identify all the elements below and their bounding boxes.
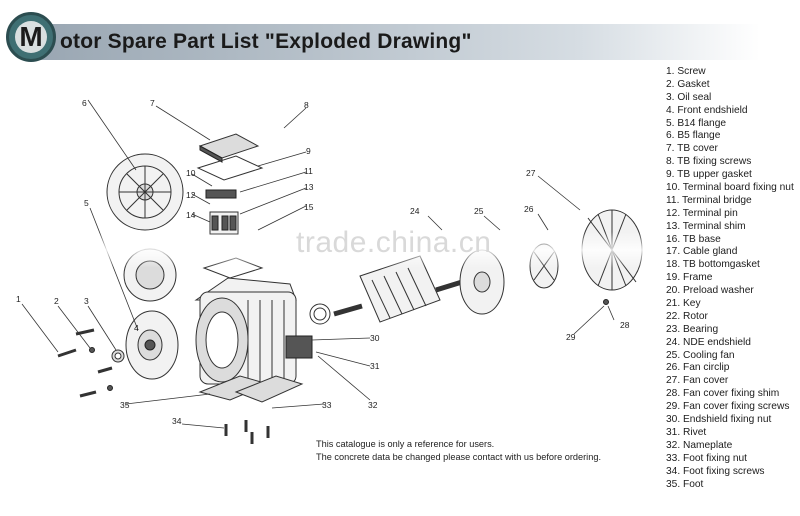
tb-gasket-part xyxy=(196,155,264,181)
parts-list-item: 5. B14 flange xyxy=(666,117,727,129)
callout-30: 30 xyxy=(370,333,380,343)
callout-1: 1 xyxy=(16,294,21,304)
callout-4: 4 xyxy=(134,323,139,333)
callout-26: 26 xyxy=(524,204,534,214)
parts-list-item: 19. Frame xyxy=(666,272,713,284)
parts-list-item: 17. Cable gland xyxy=(666,246,738,258)
logo-badge: M xyxy=(6,12,56,62)
page-title: otor Spare Part List "Exploded Drawing" xyxy=(60,30,472,53)
parts-list-item: 29. Fan cover fixing screws xyxy=(666,401,790,413)
parts-list-item: 6. B5 flange xyxy=(666,130,721,142)
parts-list-item: 1. Screw xyxy=(666,66,706,77)
footnote: This catalogue is only a reference for u… xyxy=(316,438,601,464)
blur-band xyxy=(80,232,680,268)
parts-list-item: 21. Key xyxy=(666,298,701,310)
callout-15: 15 xyxy=(304,202,314,212)
callout-34: 34 xyxy=(172,416,182,426)
callout-6: 6 xyxy=(82,98,87,108)
parts-list-item: 27. Fan cover xyxy=(666,375,729,387)
b5-flange-part xyxy=(106,153,184,231)
leader-lines xyxy=(21,99,615,429)
callout-5: 5 xyxy=(84,198,89,208)
footnote-line-1: This catalogue is only a reference for u… xyxy=(316,439,495,449)
parts-list-item: 3. Oil seal xyxy=(666,91,712,103)
watermark: trade.china.cn xyxy=(296,226,492,259)
callout-11: 11 xyxy=(304,166,313,176)
screw-parts xyxy=(57,328,113,398)
callout-14: 14 xyxy=(186,210,196,220)
parts-list-item: 7. TB cover xyxy=(666,143,718,155)
tb-cover-part xyxy=(198,133,260,163)
parts-list-item: 28. Fan cover fixing shim xyxy=(666,388,780,400)
parts-list-item: 13. Terminal shim xyxy=(666,220,746,232)
callout-10: 10 xyxy=(186,168,196,178)
parts-list-item: 33. Foot fixing nut xyxy=(666,452,747,464)
callout-28: 28 xyxy=(620,320,630,330)
parts-list-item: 24. NDE endshield xyxy=(666,336,751,348)
callout-32: 32 xyxy=(368,400,378,410)
front-endshield-part xyxy=(125,310,179,380)
rotor-part xyxy=(333,255,463,323)
callout-27: 27 xyxy=(526,168,536,178)
callout-2: 2 xyxy=(54,296,59,306)
header: M otor Spare Part List "Exploded Drawing… xyxy=(0,8,800,68)
callout-12: 12 xyxy=(186,190,196,200)
footnote-line-2: The concrete data be changed please cont… xyxy=(316,452,601,462)
parts-list-item: 26. Fan circlip xyxy=(666,362,730,374)
parts-list-item: 18. TB bottomgasket xyxy=(666,259,760,271)
parts-list-item: 9. TB upper gasket xyxy=(666,169,752,181)
parts-list-item: 20. Preload washer xyxy=(666,285,754,297)
parts-list-item: 8. TB fixing screws xyxy=(666,156,752,168)
parts-list-item: 32. Nameplate xyxy=(666,439,733,451)
parts-list-item: 16. TB base xyxy=(666,233,721,245)
header-band xyxy=(40,24,760,60)
parts-list-item: 30. Endshield fixing nut xyxy=(666,414,772,426)
callout-13: 13 xyxy=(304,182,314,192)
parts-list-item: 31. Rivet xyxy=(666,426,707,438)
parts-list-item: 25. Cooling fan xyxy=(666,349,735,361)
parts-list-item: 11. Terminal bridge xyxy=(666,194,752,206)
parts-list-item: 34. Foot fixing screws xyxy=(666,465,765,477)
callout-25: 25 xyxy=(474,206,484,216)
frame-part xyxy=(194,277,313,385)
parts-list-item: 10. Terminal board fixing nut xyxy=(666,182,794,194)
callout-24: 24 xyxy=(410,206,420,216)
parts-list-item: 4. Front endshield xyxy=(666,104,748,116)
parts-list-item: 22. Rotor xyxy=(666,310,708,322)
callout-7: 7 xyxy=(150,98,155,108)
callout-8: 8 xyxy=(304,100,309,110)
callout-29: 29 xyxy=(566,332,576,342)
callout-35: 35 xyxy=(120,400,130,410)
callout-9: 9 xyxy=(306,146,311,156)
callout-31: 31 xyxy=(370,361,380,371)
parts-list-item: 23. Bearing xyxy=(666,323,719,335)
parts-list-item: 12. Terminal pin xyxy=(666,207,738,219)
terminal-board-part xyxy=(202,189,264,279)
preload-washer-part xyxy=(309,303,331,325)
foot-part xyxy=(198,375,304,403)
parts-list-item: 35. Foot xyxy=(666,478,704,490)
callout-33: 33 xyxy=(322,400,332,410)
fan-cover-shim-part xyxy=(603,299,609,305)
callout-3: 3 xyxy=(84,296,89,306)
logo-letter: M xyxy=(15,21,47,53)
parts-list-item: 2. Gasket xyxy=(666,78,710,90)
foot-screw-parts xyxy=(224,420,270,444)
